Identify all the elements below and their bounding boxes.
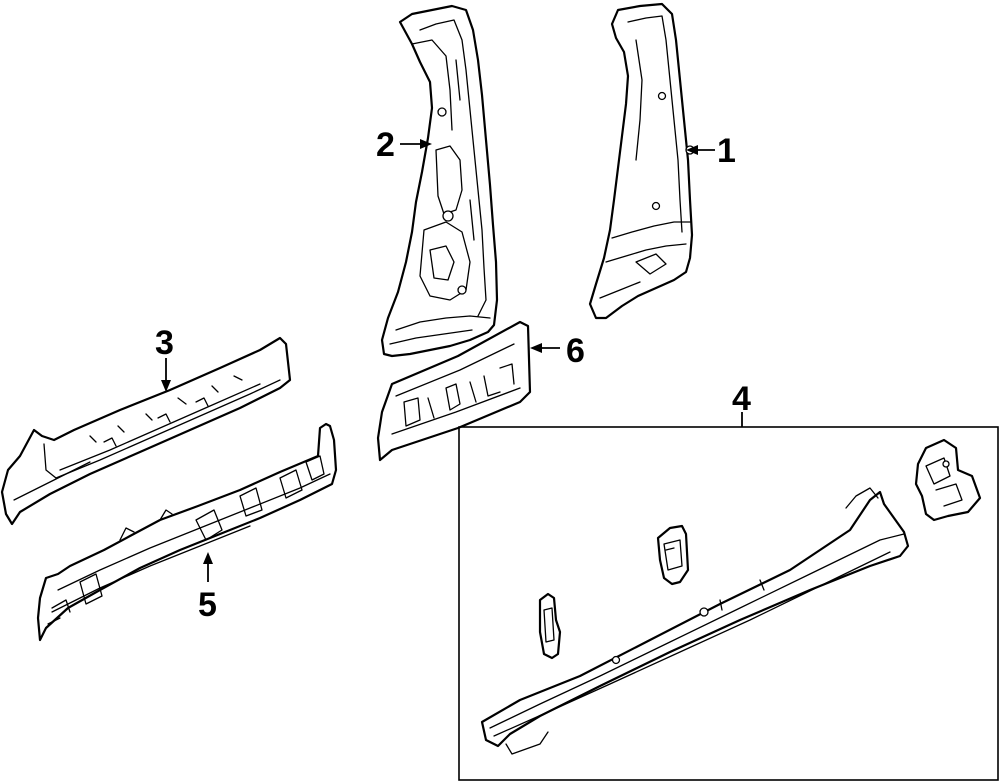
callout-3: 3 bbox=[155, 324, 174, 362]
leader-6 bbox=[530, 343, 560, 353]
leader-2 bbox=[400, 139, 432, 149]
callout-1: 1 bbox=[717, 132, 736, 170]
callout-6: 6 bbox=[566, 332, 585, 370]
part-4-lower-bracket[interactable] bbox=[538, 592, 562, 660]
callout-2: 2 bbox=[376, 126, 395, 164]
callout-5: 5 bbox=[198, 586, 217, 624]
part-2-pillar-inner[interactable] bbox=[380, 4, 499, 358]
part-6-reinforcement-plate[interactable] bbox=[376, 320, 532, 462]
leader-3 bbox=[161, 358, 171, 392]
part-4-center-bracket[interactable] bbox=[656, 524, 690, 586]
part-3-rocker-outer[interactable] bbox=[0, 336, 292, 526]
leader-1 bbox=[686, 145, 715, 155]
part-5-rocker-inner[interactable] bbox=[36, 422, 338, 642]
part-4-upper-bracket[interactable] bbox=[914, 438, 982, 522]
assembly-box-part-4 bbox=[458, 426, 999, 781]
leader-5 bbox=[203, 552, 213, 582]
part-4-rocker-assembly[interactable] bbox=[480, 487, 910, 755]
part-1-pillar-outer[interactable] bbox=[588, 2, 695, 320]
callout-4: 4 bbox=[732, 380, 751, 418]
